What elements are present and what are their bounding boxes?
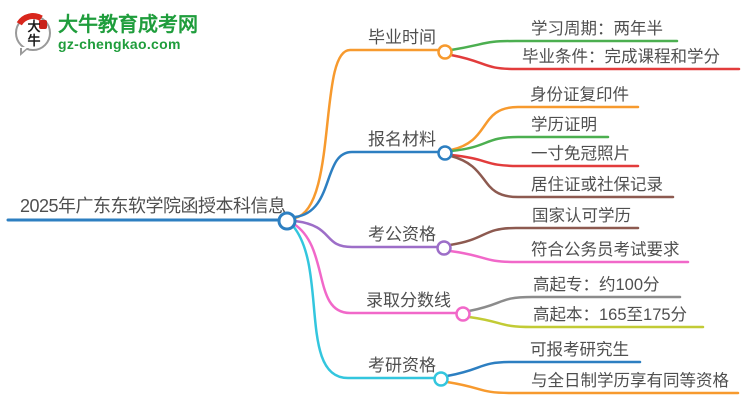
branch-line — [292, 222, 458, 315]
root-node-circle[interactable] — [277, 211, 297, 231]
child-label[interactable]: 高起本：165至175分 — [533, 306, 688, 324]
logo-url: gz-chengkao.com — [58, 36, 181, 52]
root-topic-label[interactable]: 2025年广东东软学院函授本科信息 — [20, 196, 286, 216]
child-label[interactable]: 国家认可学历 — [532, 207, 631, 225]
logo-bubble-text: 大牛 — [27, 20, 41, 49]
child-label[interactable]: 居住证或社保记录 — [531, 176, 663, 194]
child-line — [445, 360, 642, 378]
branch-label-postgraduate[interactable]: 考研资格 — [368, 356, 436, 375]
logo-text: 大牛教育成考网 gz-chengkao.com — [58, 14, 198, 52]
child-line — [449, 135, 610, 153]
child-label[interactable]: 与全日制学历享有同等资格 — [531, 372, 729, 390]
branch-node-circle[interactable] — [436, 240, 452, 256]
child-line — [467, 315, 705, 329]
branch-label-graduation-time[interactable]: 毕业时间 — [368, 28, 436, 47]
logo-bubble-tail — [20, 47, 29, 57]
branch-line — [293, 48, 440, 220]
branch-label-admission-score[interactable]: 录取分数线 — [366, 291, 451, 310]
child-label[interactable]: 符合公务员考试要求 — [531, 241, 680, 259]
branch-line — [293, 150, 440, 219]
child-line — [449, 154, 675, 199]
branch-line — [291, 224, 436, 380]
branch-label-materials[interactable]: 报名材料 — [368, 130, 436, 149]
child-line — [448, 249, 690, 264]
child-line — [449, 39, 679, 52]
branch-line — [293, 219, 439, 249]
child-line — [445, 380, 740, 395]
branch-node-circle[interactable] — [437, 44, 453, 60]
child-label[interactable]: 一寸免冠照片 — [531, 145, 630, 163]
logo-bubble-icon: 大牛 — [9, 9, 57, 57]
logo-red-seal-icon — [39, 20, 47, 30]
child-label[interactable]: 可报考研究生 — [530, 341, 629, 359]
child-label[interactable]: 学习周期：两年半 — [531, 20, 663, 38]
site-logo[interactable]: 大牛 大牛教育成考网 gz-chengkao.com — [9, 9, 198, 57]
child-line — [448, 226, 640, 247]
child-label[interactable]: 毕业条件：完成课程和学分 — [522, 48, 720, 66]
child-line — [467, 295, 682, 313]
branch-node-circle[interactable] — [433, 371, 449, 387]
branch-node-circle[interactable] — [437, 145, 453, 161]
child-line — [449, 153, 640, 168]
child-line — [449, 53, 741, 71]
logo-title: 大牛教育成考网 — [58, 14, 198, 36]
child-label[interactable]: 高起专：约100分 — [533, 276, 660, 294]
child-label[interactable]: 身份证复印件 — [530, 86, 629, 104]
branch-label-civil-service[interactable]: 考公资格 — [368, 225, 436, 244]
child-label[interactable]: 学历证明 — [531, 116, 597, 134]
branch-node-circle[interactable] — [455, 306, 471, 322]
child-line — [449, 105, 640, 152]
